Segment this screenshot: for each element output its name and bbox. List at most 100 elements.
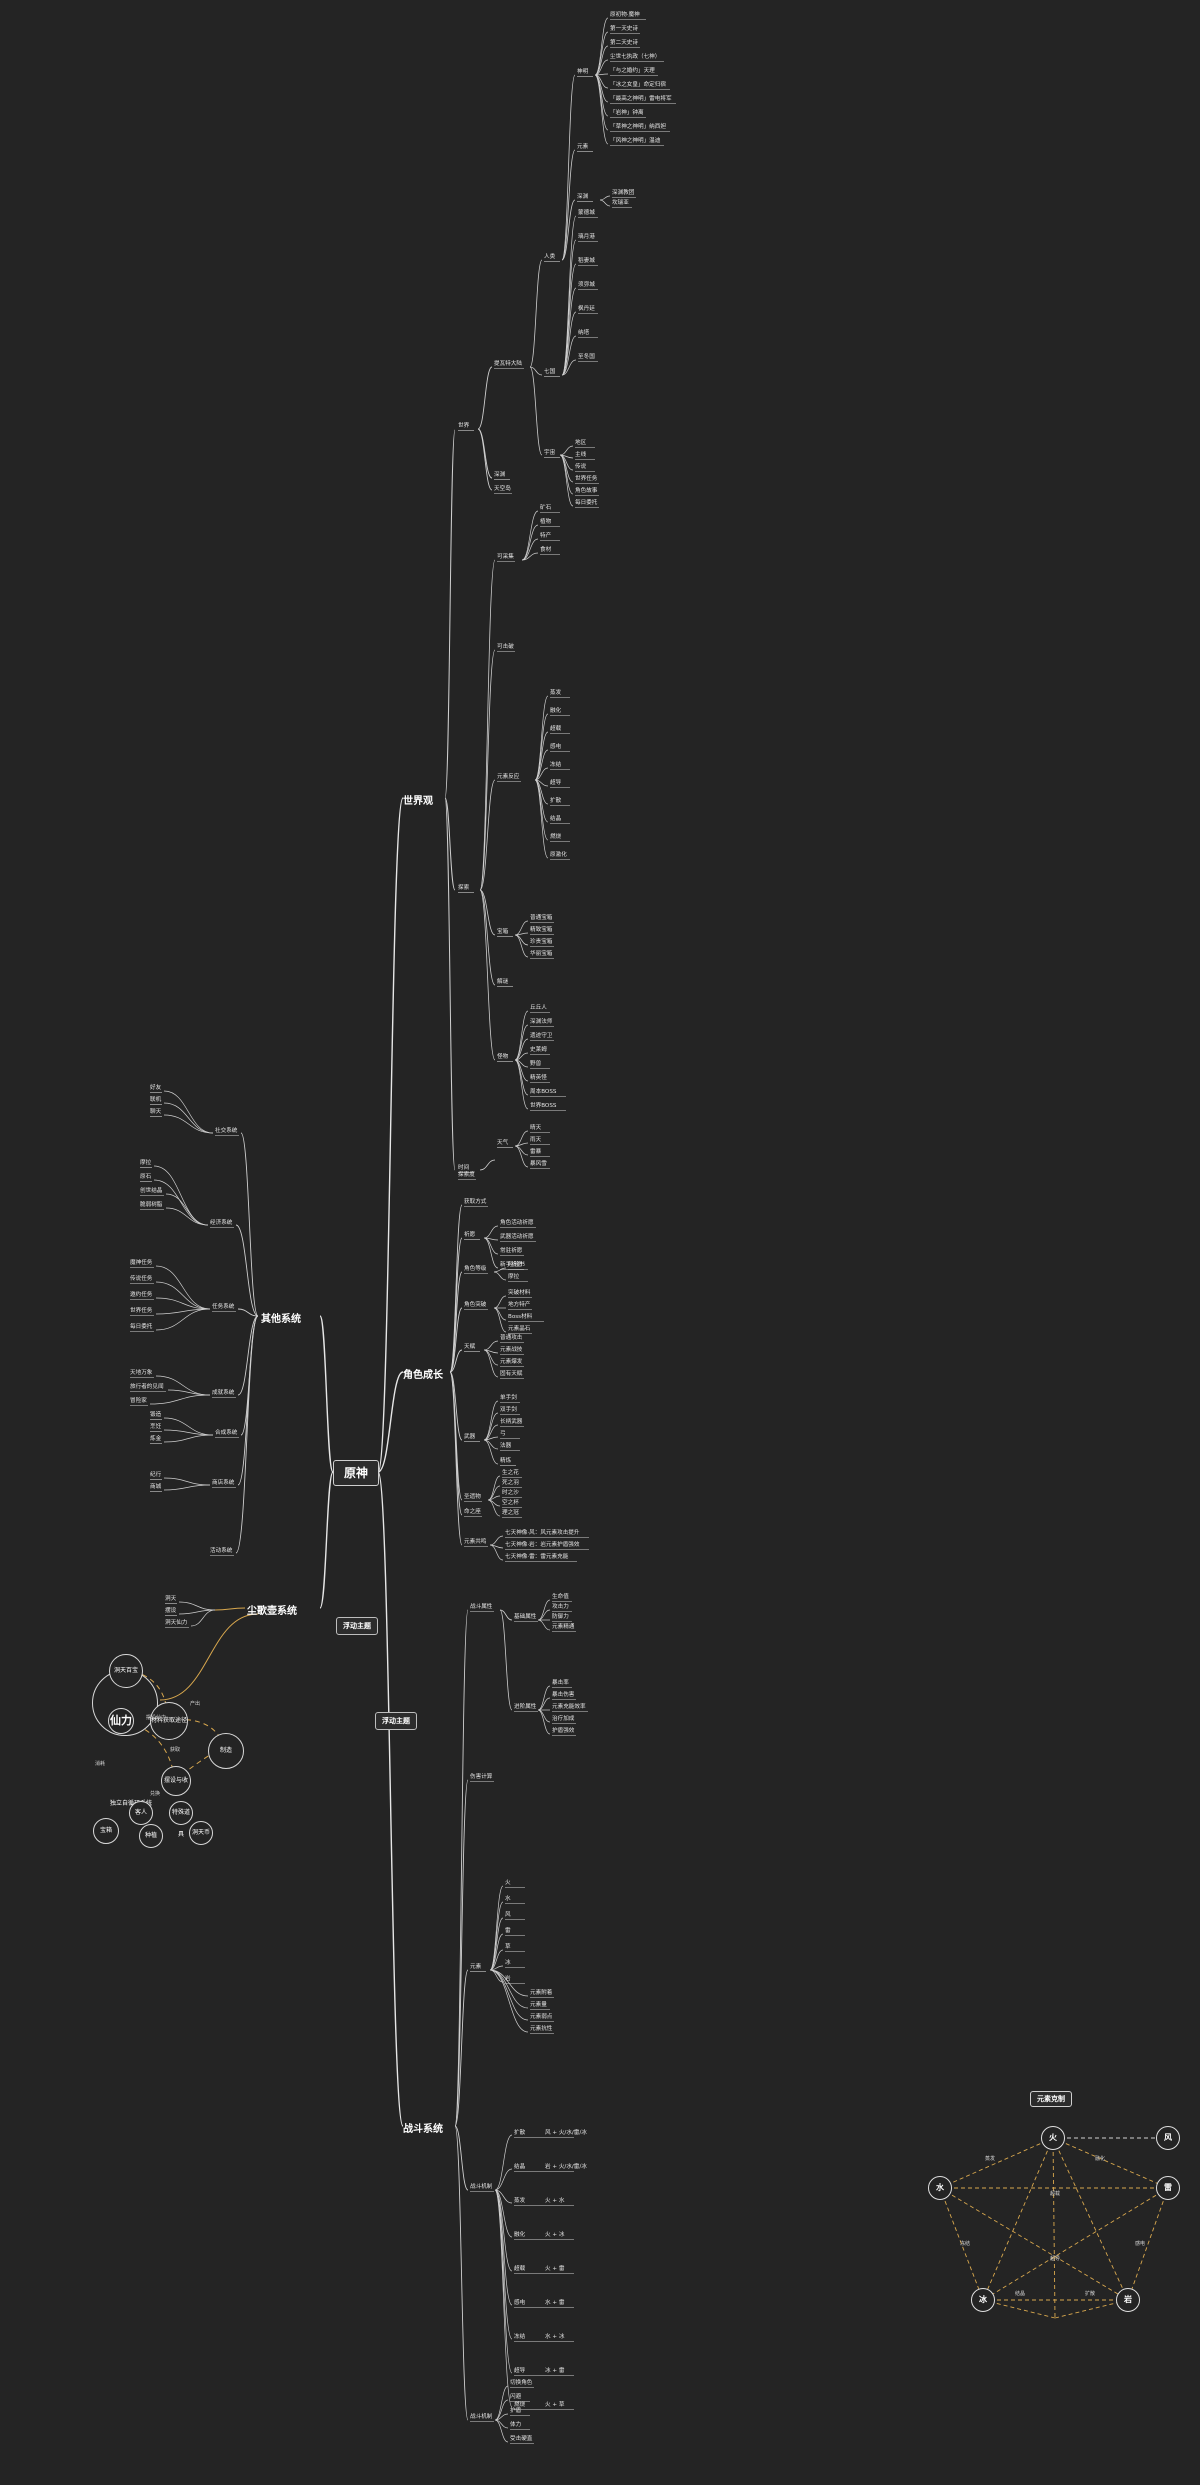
node-achievement[interactable]: 成就系统 xyxy=(212,1390,235,1396)
nation-item[interactable]: 稻妻城 xyxy=(578,258,595,264)
element-note[interactable]: 元素附着 xyxy=(530,1990,553,1996)
wish-item[interactable]: 常驻祈愿 xyxy=(500,1248,523,1254)
element-fire[interactable]: 火 xyxy=(1041,2126,1065,2150)
reaction-item[interactable]: 感电 xyxy=(550,744,562,750)
reaction-name[interactable]: 融化 xyxy=(514,2232,526,2238)
wish-item[interactable]: 武器活动祈愿 xyxy=(500,1234,534,1240)
weather-item[interactable]: 雷暴 xyxy=(530,1149,542,1155)
chest-item[interactable]: 精致宝箱 xyxy=(530,927,553,933)
economy-item[interactable]: 原石 xyxy=(140,1174,152,1180)
element-wind[interactable]: 风 xyxy=(1156,2126,1180,2150)
node-enemies[interactable]: 怪物 xyxy=(497,1054,509,1060)
shop-item[interactable]: 纪行 xyxy=(150,1472,162,1478)
node-time[interactable]: 时间 xyxy=(458,1165,470,1171)
level-item[interactable]: 摩拉 xyxy=(508,1274,520,1280)
enemy-item[interactable]: 丘丘人 xyxy=(530,1005,547,1011)
task-item[interactable]: 传说任务 xyxy=(130,1276,153,1282)
element-note[interactable]: 元素抗性 xyxy=(530,2026,553,2032)
float-theme-1[interactable]: 浮动主题 xyxy=(336,1617,378,1635)
node-weather[interactable]: 天气 xyxy=(497,1140,509,1146)
combat-item[interactable]: 体力 xyxy=(510,2422,522,2428)
enemy-item[interactable]: 遗迹守卫 xyxy=(530,1033,553,1039)
artifact-item[interactable]: 时之沙 xyxy=(502,1490,519,1496)
reaction-name[interactable]: 超导 xyxy=(514,2368,526,2374)
element-note[interactable]: 元素弱点 xyxy=(530,2014,553,2020)
node-tasks[interactable]: 任务系统 xyxy=(212,1304,235,1310)
node-acquire[interactable]: 获取方式 xyxy=(464,1199,487,1205)
artifact-item[interactable]: 生之花 xyxy=(502,1470,519,1476)
resonance-item[interactable]: 七天神像·雷：雷元素充能 xyxy=(505,1554,569,1560)
shop-item[interactable]: 商城 xyxy=(150,1484,162,1490)
wish-item[interactable]: 新手祈愿 xyxy=(500,1262,523,1268)
weapon-item[interactable]: 长柄武器 xyxy=(500,1419,523,1425)
node-combat[interactable]: 战斗机制 xyxy=(470,2184,493,2190)
node-elements[interactable]: 元素 xyxy=(577,144,589,150)
achievement-item[interactable]: 冒险家 xyxy=(130,1398,147,1404)
node-puzzle[interactable]: 解谜 xyxy=(497,979,509,985)
node-weapon[interactable]: 武器 xyxy=(464,1434,476,1440)
god-item[interactable]: 第二天史诗 xyxy=(610,40,638,46)
node-artifact[interactable]: 圣遗物 xyxy=(464,1494,481,1500)
dust-cycle-node[interactable]: 特殊道具 xyxy=(169,1801,193,1838)
ascension-item[interactable]: Boss材料 xyxy=(508,1314,533,1320)
battle-element[interactable]: 雷 xyxy=(505,1928,511,1934)
craft-item[interactable]: 烹饪 xyxy=(150,1424,162,1430)
dust-cycle-node[interactable]: 客人 xyxy=(129,1801,153,1825)
adv-stat[interactable]: 护盾强效 xyxy=(552,1728,575,1734)
node-abyss-2[interactable]: 深渊 xyxy=(494,472,506,478)
map-item[interactable]: 地区 xyxy=(575,440,587,446)
node-chests[interactable]: 宝箱 xyxy=(497,929,509,935)
artifact-item[interactable]: 空之杯 xyxy=(502,1500,519,1506)
node-activity[interactable]: 活动系统 xyxy=(210,1548,233,1554)
dust-cycle-node[interactable]: 材料获取途径 xyxy=(150,1702,188,1740)
enemy-item[interactable]: 史莱姆 xyxy=(530,1047,547,1053)
craft-item[interactable]: 炼金 xyxy=(150,1436,162,1442)
element-water[interactable]: 水 xyxy=(928,2176,952,2200)
node-dmg[interactable]: 伤害计算 xyxy=(470,1774,493,1780)
node-refine[interactable]: 精炼 xyxy=(500,1458,512,1464)
map-item[interactable]: 主线 xyxy=(575,452,587,458)
economy-item[interactable]: 脆弱树脂 xyxy=(140,1202,163,1208)
dust-cycle-node[interactable]: 种植 xyxy=(139,1824,163,1848)
node-breakable[interactable]: 可击破 xyxy=(497,644,514,650)
adv-stat[interactable]: 治疗加成 xyxy=(552,1716,575,1722)
wish-item[interactable]: 角色活动祈愿 xyxy=(500,1220,534,1226)
social-item[interactable]: 联机 xyxy=(150,1097,162,1103)
enemy-item[interactable]: 世界BOSS xyxy=(530,1103,557,1109)
talent-item[interactable]: 固有天赋 xyxy=(500,1371,523,1377)
node-resonance[interactable]: 元素共鸣 xyxy=(464,1539,487,1545)
battle-element[interactable]: 水 xyxy=(505,1896,511,1902)
enemy-item[interactable]: 野兽 xyxy=(530,1061,542,1067)
reaction-rule[interactable]: 水 + 雷 xyxy=(545,2300,565,2306)
social-item[interactable]: 好友 xyxy=(150,1085,162,1091)
combat-item[interactable]: 切换角色 xyxy=(510,2380,533,2386)
social-item[interactable]: 聊天 xyxy=(150,1109,162,1115)
reaction-item[interactable]: 扩散 xyxy=(550,798,562,804)
node-exploration[interactable]: 探索 xyxy=(458,885,470,891)
node-adv-stats[interactable]: 进阶属性 xyxy=(514,1704,537,1710)
combat-item[interactable]: 护盾 xyxy=(510,2408,522,2414)
ascension-item[interactable]: 元素晶石 xyxy=(508,1326,531,1332)
branch-battle[interactable]: 战斗系统 xyxy=(403,2124,443,2135)
dust-item[interactable]: 摆设 xyxy=(165,1608,177,1614)
collect-item[interactable]: 植物 xyxy=(540,519,552,525)
god-item[interactable]: 第一天史诗 xyxy=(610,26,638,32)
branch-dust[interactable]: 尘歌壶系统 xyxy=(247,1606,297,1617)
map-item[interactable]: 传说 xyxy=(575,464,587,470)
god-item[interactable]: 「岩神」钟离 xyxy=(610,110,644,116)
base-stat[interactable]: 攻击力 xyxy=(552,1604,569,1610)
dust-cycle-node[interactable]: 摆设与收纳 xyxy=(161,1766,191,1812)
dust-cycle-node[interactable]: 洞天百宝 xyxy=(109,1654,143,1688)
task-item[interactable]: 魔神任务 xyxy=(130,1260,153,1266)
weapon-item[interactable]: 法器 xyxy=(500,1443,512,1449)
float-theme-2[interactable]: 浮动主题 xyxy=(375,1712,417,1730)
base-stat[interactable]: 防御力 xyxy=(552,1614,569,1620)
node-wish[interactable]: 祈愿 xyxy=(464,1232,476,1238)
battle-element[interactable]: 风 xyxy=(505,1912,511,1918)
branch-others[interactable]: 其他系统 xyxy=(261,1314,301,1325)
collect-item[interactable]: 食材 xyxy=(540,547,552,553)
level-item[interactable]: 经验书 xyxy=(508,1262,525,1268)
map-item[interactable]: 角色故事 xyxy=(575,488,598,494)
nation-item[interactable]: 纳塔 xyxy=(578,330,590,336)
artifact-item[interactable]: 死之羽 xyxy=(502,1480,519,1486)
